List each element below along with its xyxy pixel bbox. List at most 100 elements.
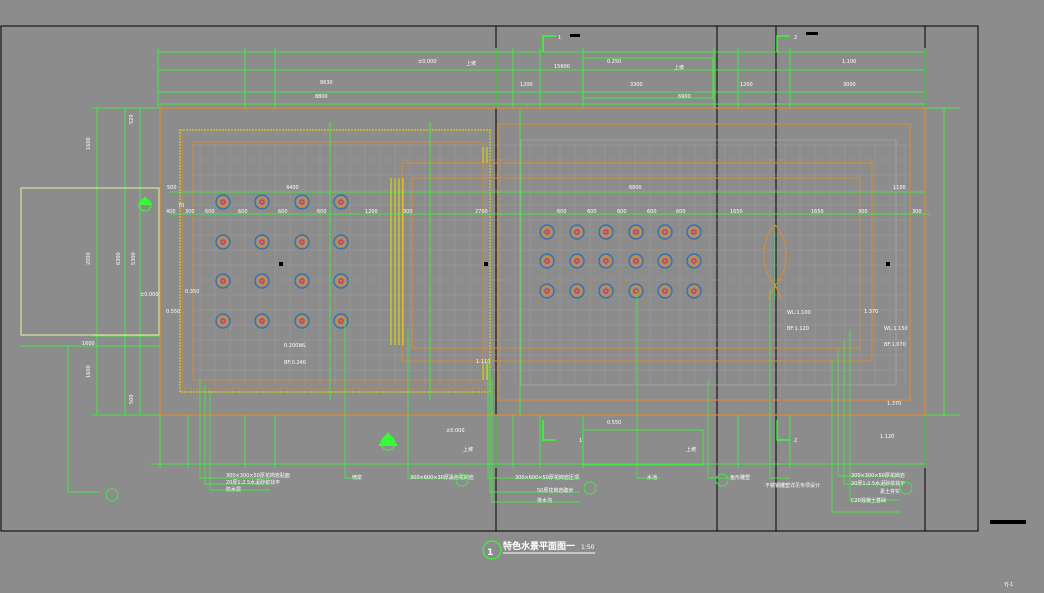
fountain-nozzles bbox=[215, 194, 702, 329]
callout-texts: 300×300×50厚花岗岩贴面 20厚1:2.5水泥砂浆找平 防水层 喷泉 3… bbox=[226, 472, 905, 504]
svg-text:1.100: 1.100 bbox=[842, 59, 856, 65]
svg-text:素土夯实: 素土夯实 bbox=[880, 488, 900, 495]
bottom-dimension-lines bbox=[150, 415, 926, 468]
svg-text:上坡: 上坡 bbox=[674, 64, 684, 71]
svg-text:3000: 3000 bbox=[843, 82, 856, 88]
svg-text:BF:1.070: BF:1.070 bbox=[884, 342, 906, 348]
svg-text:1.120: 1.120 bbox=[880, 434, 894, 440]
svg-text:6900: 6900 bbox=[678, 94, 691, 100]
nozzle bbox=[598, 253, 614, 269]
section-mark-1-top: 1 bbox=[542, 34, 580, 52]
svg-text:2: 2 bbox=[794, 35, 797, 41]
svg-text:喷泉: 喷泉 bbox=[352, 474, 362, 481]
svg-text:1200: 1200 bbox=[365, 209, 378, 215]
nozzle bbox=[254, 313, 270, 329]
svg-text:600: 600 bbox=[587, 209, 597, 215]
svg-text:1: 1 bbox=[487, 548, 493, 558]
svg-text:300×600×50厚花岗岩压顶: 300×600×50厚花岗岩压顶 bbox=[515, 474, 579, 481]
svg-text:WL:1.100: WL:1.100 bbox=[787, 310, 811, 316]
nozzle bbox=[598, 283, 614, 299]
nozzle bbox=[333, 313, 349, 329]
svg-text:1600: 1600 bbox=[82, 341, 95, 347]
nozzle bbox=[254, 194, 270, 210]
nozzle bbox=[686, 224, 702, 240]
svg-text:不锈钢雕塑详见专项设计: 不锈钢雕塑详见专项设计 bbox=[765, 482, 820, 489]
svg-text:300×600×30厚黑色花岗岩: 300×600×30厚黑色花岗岩 bbox=[410, 474, 474, 481]
svg-text:上坡: 上坡 bbox=[463, 446, 473, 453]
svg-text:600: 600 bbox=[278, 209, 288, 215]
nozzle bbox=[686, 283, 702, 299]
svg-text:1.370: 1.370 bbox=[864, 309, 878, 315]
svg-text:500: 500 bbox=[167, 185, 177, 191]
svg-text:1: 1 bbox=[558, 35, 561, 41]
nozzle bbox=[215, 273, 231, 289]
svg-text:2: 2 bbox=[794, 438, 797, 444]
nozzle bbox=[569, 224, 585, 240]
svg-text:600: 600 bbox=[238, 209, 248, 215]
svg-text:50厚花岗岩踏步: 50厚花岗岩踏步 bbox=[537, 487, 573, 494]
svg-text:1600: 1600 bbox=[86, 365, 92, 378]
svg-text:300×300×50厚花岗岩贴面: 300×300×50厚花岗岩贴面 bbox=[226, 472, 290, 479]
svg-text:1200: 1200 bbox=[520, 82, 533, 88]
svg-text:±0.000: ±0.000 bbox=[418, 59, 437, 65]
svg-text:300×300×50厚花岗岩: 300×300×50厚花岗岩 bbox=[851, 472, 905, 479]
svg-text:1650: 1650 bbox=[730, 209, 743, 215]
svg-text:1.370: 1.370 bbox=[887, 401, 901, 407]
nozzle bbox=[215, 194, 231, 210]
nozzle bbox=[254, 273, 270, 289]
svg-text:4400: 4400 bbox=[286, 185, 299, 191]
svg-text:2000: 2000 bbox=[86, 252, 92, 265]
detail-markers bbox=[105, 473, 913, 502]
svg-text:600: 600 bbox=[676, 209, 686, 215]
reference-marker-left bbox=[138, 196, 152, 212]
nozzle bbox=[539, 224, 555, 240]
svg-text:600: 600 bbox=[317, 209, 327, 215]
svg-text:1600: 1600 bbox=[86, 137, 92, 150]
svg-text:6800: 6800 bbox=[629, 185, 642, 191]
svg-text:600: 600 bbox=[557, 209, 567, 215]
svg-text:1200: 1200 bbox=[740, 82, 753, 88]
callout-leaders bbox=[199, 290, 900, 513]
svg-text:70: 70 bbox=[178, 203, 184, 209]
svg-text:20厚1:2.5水泥砂浆找平: 20厚1:2.5水泥砂浆找平 bbox=[226, 479, 280, 486]
svg-text:600: 600 bbox=[647, 209, 657, 215]
nozzle bbox=[628, 283, 644, 299]
nozzle bbox=[333, 273, 349, 289]
svg-text:300: 300 bbox=[185, 209, 195, 215]
svg-text:300: 300 bbox=[858, 209, 868, 215]
nozzle bbox=[657, 283, 673, 299]
nozzle bbox=[657, 224, 673, 240]
nozzle bbox=[628, 253, 644, 269]
svg-text:特色水景平面图一: 特色水景平面图一 bbox=[503, 540, 575, 552]
svg-text:±0.000: ±0.000 bbox=[140, 292, 159, 298]
section-mark-1-bot: 1 bbox=[542, 420, 582, 444]
svg-text:C20混凝土基础: C20混凝土基础 bbox=[851, 497, 886, 504]
svg-text:BF:1.120: BF:1.120 bbox=[787, 326, 809, 332]
svg-text:8800: 8800 bbox=[315, 94, 328, 100]
top-dimension-lines bbox=[157, 48, 926, 108]
svg-text:1650: 1650 bbox=[811, 209, 824, 215]
svg-text:上坡: 上坡 bbox=[466, 60, 476, 67]
nozzle bbox=[254, 234, 270, 250]
drawing-frame bbox=[0, 25, 979, 532]
svg-text:3300: 3300 bbox=[630, 82, 643, 88]
svg-text:300: 300 bbox=[912, 209, 922, 215]
nozzle bbox=[215, 313, 231, 329]
nozzle bbox=[539, 253, 555, 269]
left-dimension-texts: 1600 520 2000 6300 5300 1600 500 1600 bbox=[82, 114, 137, 404]
svg-text:1:50: 1:50 bbox=[581, 544, 595, 551]
adjacent-area bbox=[20, 187, 160, 336]
level-texts: ±0.000 0.550 0.350 0.200WL BF:0.240 WL:1… bbox=[140, 289, 908, 453]
svg-text:15600: 15600 bbox=[554, 64, 570, 70]
left-dimension-lines bbox=[20, 107, 161, 493]
svg-text:1100: 1100 bbox=[893, 185, 906, 191]
nozzle bbox=[539, 283, 555, 299]
svg-text:WL:1.150: WL:1.150 bbox=[884, 326, 908, 332]
svg-text:0.200WL: 0.200WL bbox=[284, 343, 306, 349]
top-dimension-texts: ±0.000 15600 0.250 1.100 8630 1200 3300 … bbox=[315, 59, 856, 100]
svg-text:防水层: 防水层 bbox=[226, 486, 241, 493]
nozzle bbox=[215, 234, 231, 250]
sheet-code: YJ-1 bbox=[1003, 582, 1013, 588]
